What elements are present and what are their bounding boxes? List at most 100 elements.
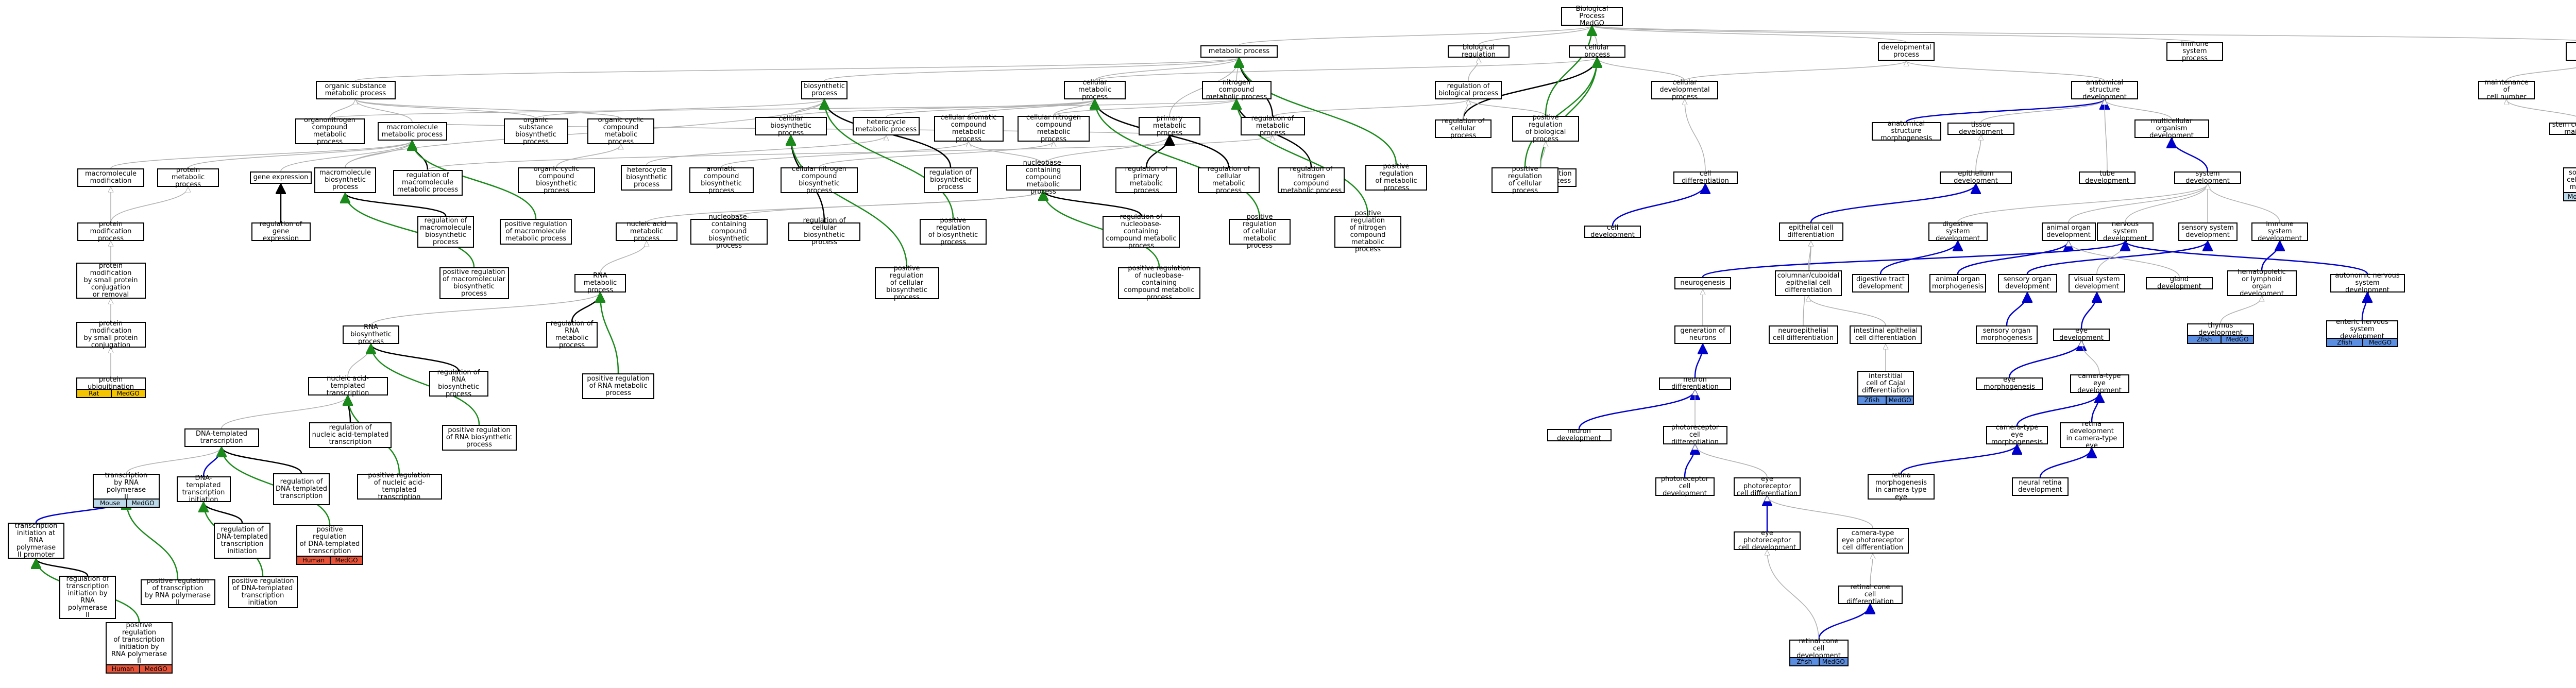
go-term-node[interactable]: positive regulation of transcription by … xyxy=(140,578,215,607)
go-term-node[interactable]: macromolecule modification xyxy=(77,168,144,187)
go-term-node[interactable]: regulation of DNA-templated transcriptio… xyxy=(214,523,270,559)
go-term-node[interactable]: heterocycle biosynthetic process xyxy=(621,165,672,191)
go-term-node[interactable]: digestive system development xyxy=(1928,221,1988,243)
go-term-node[interactable]: positive regulation of RNA metabolic pro… xyxy=(582,373,654,399)
go-term-node[interactable]: nervous system development xyxy=(2097,221,2154,243)
go-term-node[interactable]: retinal cone cell differentiation xyxy=(1838,584,1903,606)
go-term-node[interactable]: protein modification by small protein co… xyxy=(76,263,146,299)
go-term-node[interactable]: somatic stem cell population maintenance xyxy=(2563,167,2576,193)
go-term-node[interactable]: positive regulation of macromolecule met… xyxy=(500,219,572,245)
go-term-node[interactable]: retina morphogenesis in camera-type eye xyxy=(1868,472,1935,501)
go-term-node[interactable]: positive regulation of cellular metaboli… xyxy=(1229,214,1291,250)
go-term-node[interactable]: nucleic acid metabolic process xyxy=(616,221,677,243)
go-term-node[interactable]: neuron development xyxy=(1547,428,1612,442)
go-term-node[interactable]: cellular process xyxy=(1569,44,1625,59)
go-term-node[interactable]: photoreceptor cell development xyxy=(1655,476,1715,497)
go-term-node[interactable]: sensory system development xyxy=(2178,222,2238,241)
go-term-node[interactable]: positive regulation of metabolic process xyxy=(1365,163,1427,192)
go-term-node[interactable]: cellular nitrogen compound biosynthetic … xyxy=(781,166,858,195)
go-term-node[interactable]: positive regulation of biological proces… xyxy=(1512,114,1579,143)
go-term-node[interactable]: transcription by RNA polymerase II xyxy=(93,472,160,501)
go-term-node[interactable]: epithelial cell differentiation xyxy=(1778,222,1843,241)
go-term-node[interactable]: aromatic compound biosynthetic process xyxy=(689,166,754,195)
go-term-node[interactable]: multicellular organism development xyxy=(2134,118,2209,140)
go-term-node[interactable]: regulation of cellular metabolic process xyxy=(1198,166,1260,195)
go-term-node[interactable]: regulation of cellular biosynthetic proc… xyxy=(788,217,860,246)
go-term-node[interactable]: generation of neurons xyxy=(1674,325,1731,344)
go-term-node[interactable]: positive regulation of cellular biosynth… xyxy=(874,265,939,301)
go-term-node[interactable]: positive regulation of RNA biosynthetic … xyxy=(442,425,517,451)
go-term-node[interactable]: regulation of transcription initiation b… xyxy=(59,576,116,619)
go-term-node[interactable]: epithelium development xyxy=(1940,170,2012,185)
go-term-node[interactable]: cellular nitrogen compound metabolic pro… xyxy=(1018,114,1090,143)
go-term-node[interactable]: nucleic acid-templated transcription xyxy=(308,375,388,397)
go-term-node[interactable]: organonitrogen compound metabolic proces… xyxy=(295,117,365,146)
go-term-node[interactable]: autonomic nervous system development xyxy=(2330,272,2405,294)
go-term-node[interactable]: immune system development xyxy=(2251,221,2308,243)
go-term-node[interactable]: positive regulation of biosynthetic proc… xyxy=(920,217,987,246)
go-term-node[interactable]: immune system process xyxy=(2166,41,2223,62)
go-term-node[interactable]: organic substance metabolic process xyxy=(315,81,396,99)
go-term-node[interactable]: biosynthetic process xyxy=(801,81,848,99)
go-term-node[interactable]: regulation of gene expression xyxy=(251,221,311,243)
go-term-node[interactable]: organic cyclic compound biosynthetic pro… xyxy=(518,166,595,195)
go-term-node[interactable]: macromolecule metabolic process xyxy=(377,122,447,141)
go-term-node[interactable]: positive regulation of nucleobase-contai… xyxy=(1118,265,1200,301)
go-term-node[interactable]: camera-type eye photoreceptor cell diffe… xyxy=(1837,528,1909,554)
go-term-node[interactable]: cellular developmental process xyxy=(1651,79,1718,101)
go-term-node[interactable]: neuron differentiation xyxy=(1659,376,1731,391)
go-term-node[interactable]: DNA-templated transcription initiation xyxy=(176,475,231,504)
go-term-node[interactable]: nitrogen compound metabolic process xyxy=(1201,79,1272,101)
go-term-node[interactable]: regulation of macromolecule metabolic pr… xyxy=(393,170,463,196)
go-term-node[interactable]: positive regulation of macromolecular bi… xyxy=(439,267,509,299)
go-term-node[interactable]: Biological Process MedGO xyxy=(1561,6,1623,27)
go-term-node[interactable]: protein modification by small protein co… xyxy=(76,320,146,349)
go-term-node[interactable]: positive regulation of transcription ini… xyxy=(106,622,173,665)
go-term-node[interactable]: retina development in camera-type eye xyxy=(2059,421,2124,450)
go-term-node[interactable]: stem cell population maintenance xyxy=(2549,122,2576,136)
go-term-node[interactable]: regulation of RNA metabolic process xyxy=(546,320,598,349)
go-term-node[interactable]: organic substance biosynthetic process xyxy=(503,117,568,146)
go-term-node[interactable]: interstitial cell of Cajal differentiati… xyxy=(1857,371,1914,397)
go-term-node[interactable]: retinal cone cell development xyxy=(1789,638,1849,660)
go-term-node[interactable]: transcription initiation at RNA polymera… xyxy=(8,523,64,559)
go-term-node[interactable]: thymus development xyxy=(2187,322,2254,337)
go-term-node[interactable]: eye morphogenesis xyxy=(1976,376,2043,391)
go-term-node[interactable]: nucleobase-containing compound metabolic… xyxy=(1006,160,1081,196)
go-term-node[interactable]: DNA-templated transcription xyxy=(184,428,259,447)
go-term-node[interactable]: positive regulation of nucleic acid-temp… xyxy=(357,472,442,501)
go-term-node[interactable]: cellular aromatic compound metabolic pro… xyxy=(934,114,1004,143)
go-term-node[interactable]: tube development xyxy=(2079,170,2136,185)
go-term-node[interactable]: eye photoreceptor cell differentiation xyxy=(1734,476,1801,497)
go-term-node[interactable]: regulation of RNA biosynthetic process xyxy=(429,369,488,398)
go-term-node[interactable]: multicellular organismal process xyxy=(2566,41,2576,61)
go-term-node[interactable]: positive regulation of DNA-templated tra… xyxy=(228,576,298,608)
go-term-node[interactable]: regulation of metabolic process xyxy=(1240,115,1305,137)
go-term-node[interactable]: cellular metabolic process xyxy=(1064,79,1126,101)
go-term-node[interactable]: gene expression xyxy=(250,171,312,184)
go-term-node[interactable]: eye photoreceptor cell development xyxy=(1734,530,1801,552)
go-term-node[interactable]: photoreceptor cell differentiation xyxy=(1663,424,1727,446)
go-term-node[interactable]: cellular biosynthetic process xyxy=(755,115,827,137)
go-term-node[interactable]: organic cyclic compound metabolic proces… xyxy=(587,117,654,146)
go-term-node[interactable]: sensory organ morphogenesis xyxy=(1976,325,2038,344)
go-term-node[interactable]: animal organ morphogenesis xyxy=(1929,274,1986,293)
go-term-node[interactable]: anatomical structure development xyxy=(2071,79,2138,101)
go-term-node[interactable]: nucleobase-containing compound biosynthe… xyxy=(690,214,768,250)
go-term-node[interactable]: cell differentiation xyxy=(1673,170,1738,185)
go-term-node[interactable]: biological regulation xyxy=(1448,44,1510,59)
go-term-node[interactable]: system development xyxy=(2174,170,2241,185)
go-term-node[interactable]: camera-type eye development xyxy=(2070,373,2129,394)
go-term-node[interactable]: eye development xyxy=(2053,328,2110,342)
go-term-node[interactable]: regulation of nucleic acid-templated tra… xyxy=(309,422,392,448)
go-term-node[interactable]: sensory organ development xyxy=(1997,274,2057,293)
go-term-node[interactable]: regulation of biosynthetic process xyxy=(923,167,978,193)
go-term-node[interactable]: regulation of DNA-templated transcriptio… xyxy=(273,473,330,505)
go-term-node[interactable]: columnar/cuboidal epithelial cell differ… xyxy=(1775,270,1842,296)
go-term-node[interactable]: protein ubiquitination xyxy=(76,376,146,391)
go-term-node[interactable]: metabolic process xyxy=(1200,45,1278,58)
go-term-node[interactable]: regulation of macromolecule biosynthetic… xyxy=(417,216,474,248)
go-term-node[interactable]: camera-type eye morphogenesis xyxy=(1986,424,2048,446)
go-term-node[interactable]: cell development xyxy=(1584,225,1641,239)
go-term-node[interactable]: macromolecule biosynthetic process xyxy=(314,167,376,193)
